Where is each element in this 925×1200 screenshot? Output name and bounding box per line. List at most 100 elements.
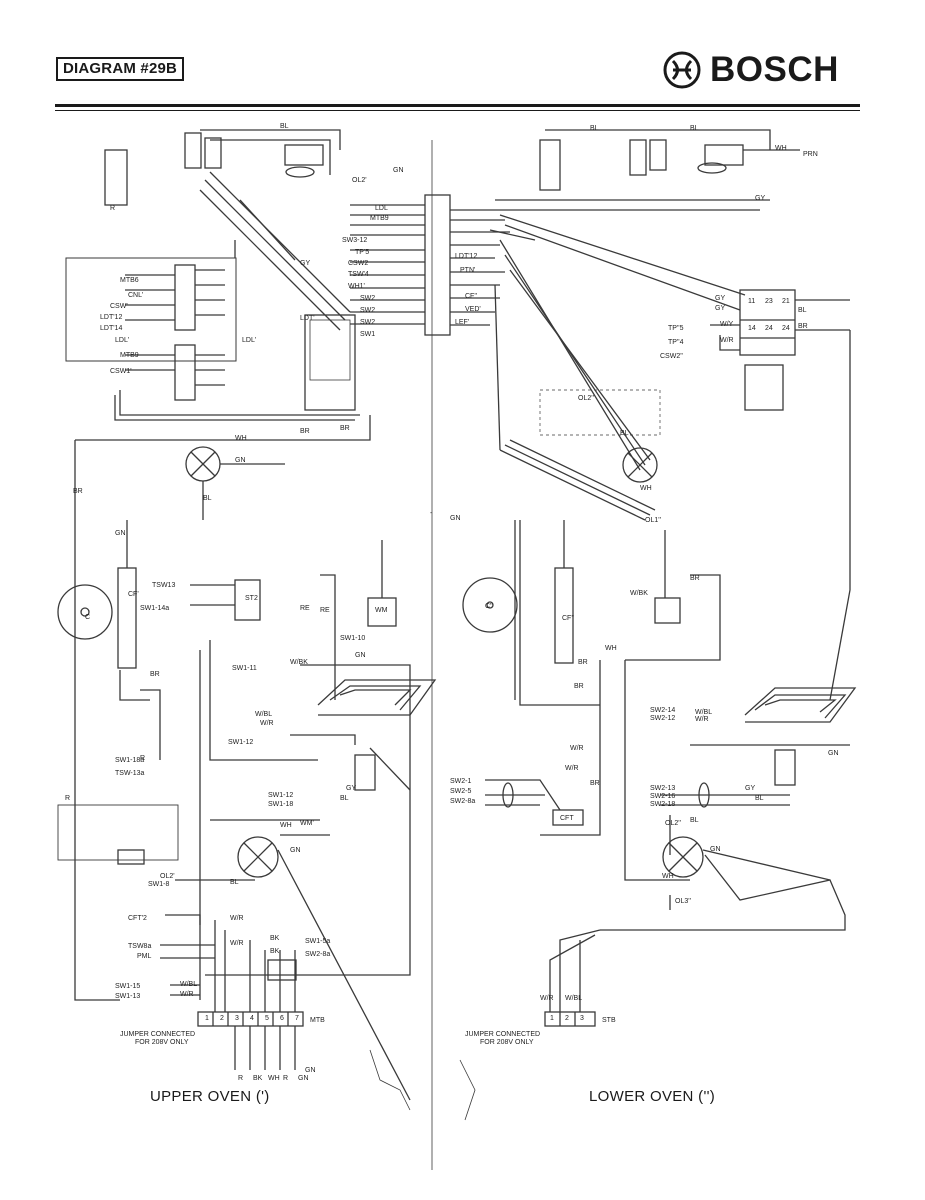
- svg-text:SW1-8: SW1-8: [148, 881, 170, 888]
- svg-text:BR: BR: [590, 780, 600, 787]
- svg-text:R: R: [140, 755, 145, 762]
- svg-text:7: 7: [295, 1015, 299, 1022]
- svg-text:W/R: W/R: [260, 720, 274, 727]
- svg-text:GY: GY: [755, 195, 765, 202]
- svg-text:WH: WH: [235, 435, 247, 442]
- svg-text:3: 3: [235, 1015, 239, 1022]
- svg-text:BK: BK: [270, 935, 280, 942]
- svg-text:GN: GN: [290, 847, 301, 854]
- header-rule-thick: [55, 104, 860, 107]
- svg-text:BR: BR: [798, 323, 808, 330]
- svg-text:ST2: ST2: [245, 595, 258, 602]
- svg-text:BL: BL: [590, 125, 599, 132]
- svg-text:R: R: [238, 1075, 243, 1082]
- svg-text:BL: BL: [690, 817, 699, 824]
- svg-text:SW1-11: SW1-11: [232, 665, 257, 672]
- svg-text:FOR 208V ONLY: FOR 208V ONLY: [135, 1039, 189, 1046]
- svg-text:1: 1: [550, 1015, 554, 1022]
- svg-text:3: 3: [580, 1015, 584, 1022]
- svg-text:24: 24: [765, 325, 773, 332]
- svg-text:2: 2: [220, 1015, 224, 1022]
- svg-text:GN: GN: [115, 530, 126, 537]
- svg-text:GY: GY: [300, 260, 310, 267]
- svg-text:R: R: [65, 795, 70, 802]
- svg-text:14: 14: [748, 325, 756, 332]
- svg-text:OL2': OL2': [352, 177, 367, 184]
- svg-text:PTN': PTN': [460, 267, 475, 274]
- svg-text:GN: GN: [305, 1067, 316, 1074]
- svg-text:TSW-13a: TSW-13a: [115, 770, 145, 777]
- svg-text:LDL: LDL: [375, 205, 388, 212]
- brand-name: BOSCH: [710, 50, 839, 89]
- svg-text:TSW13: TSW13: [152, 582, 175, 589]
- svg-text:CFT'2: CFT'2: [128, 915, 147, 922]
- svg-text:CNL': CNL': [128, 292, 143, 299]
- svg-text:GY: GY: [715, 305, 725, 312]
- upper-oven-label: UPPER OVEN ('): [150, 1088, 270, 1105]
- svg-text:23: 23: [765, 298, 773, 305]
- svg-text:SW2-8a: SW2-8a: [450, 798, 475, 805]
- svg-text:SW2-1: SW2-1: [450, 778, 472, 785]
- svg-text:SW2-12: SW2-12: [650, 715, 675, 722]
- svg-text:CF': CF': [128, 591, 139, 598]
- svg-text:JUMPER CONNECTED: JUMPER CONNECTED: [120, 1031, 195, 1038]
- svg-text:BL: BL: [340, 795, 349, 802]
- svg-text:BR: BR: [578, 659, 588, 666]
- svg-text:W/R: W/R: [565, 765, 579, 772]
- svg-text:CF'': CF'': [562, 615, 574, 622]
- svg-text:SW2-16: SW2-16: [650, 793, 675, 800]
- svg-text:LDL': LDL': [242, 337, 256, 344]
- svg-text:GN: GN: [828, 750, 839, 757]
- svg-text:LDT'12: LDT'12: [455, 253, 477, 260]
- svg-text:24: 24: [782, 325, 790, 332]
- svg-text:C: C: [85, 614, 90, 621]
- svg-text:JUMPER CONNECTED: JUMPER CONNECTED: [465, 1031, 540, 1038]
- svg-text:W/BL: W/BL: [565, 995, 582, 1002]
- svg-text:OL2'': OL2'': [578, 395, 594, 402]
- svg-text:BR: BR: [690, 575, 700, 582]
- svg-text:SW1-12: SW1-12: [228, 739, 253, 746]
- svg-text:SW2: SW2: [360, 319, 375, 326]
- svg-text:CSW': CSW': [110, 303, 128, 310]
- svg-text:CFT: CFT: [560, 815, 574, 822]
- svg-text:TP''4: TP''4: [668, 339, 684, 346]
- svg-text:OL2'': OL2'': [665, 820, 681, 827]
- svg-text:WH: WH: [280, 822, 292, 829]
- svg-text:CSW1': CSW1': [110, 368, 132, 375]
- svg-text:W/R: W/R: [695, 716, 709, 723]
- svg-text:GN: GN: [450, 515, 461, 522]
- svg-text:SW2-8a: SW2-8a: [305, 951, 330, 958]
- svg-text:6: 6: [280, 1015, 284, 1022]
- svg-text:TSW'4: TSW'4: [348, 271, 369, 278]
- svg-text:W/R: W/R: [570, 745, 584, 752]
- svg-text:GN: GN: [235, 457, 246, 464]
- svg-text:SW2: SW2: [360, 295, 375, 302]
- svg-text:SW1-5a: SW1-5a: [305, 938, 330, 945]
- svg-text:1: 1: [205, 1015, 209, 1022]
- svg-text:SW1-18a: SW1-18a: [115, 757, 144, 764]
- svg-text:GY: GY: [715, 295, 725, 302]
- svg-text:SW2-18: SW2-18: [650, 801, 675, 808]
- svg-text:W/BK: W/BK: [290, 659, 308, 666]
- svg-text:PRN: PRN: [803, 151, 818, 158]
- svg-text:WH: WH: [268, 1075, 280, 1082]
- svg-text:LDL': LDL': [115, 337, 129, 344]
- svg-text:SW1-15: SW1-15: [115, 983, 140, 990]
- header-rule-thin: [55, 110, 860, 111]
- svg-text:LDT': LDT': [300, 315, 315, 322]
- svg-text:GN: GN: [710, 846, 721, 853]
- svg-text:CSW2: CSW2: [348, 260, 368, 267]
- svg-text:WH: WH: [640, 485, 652, 492]
- svg-text:BK: BK: [253, 1075, 263, 1082]
- svg-text:GY: GY: [346, 785, 356, 792]
- svg-text:BL: BL: [280, 123, 289, 130]
- svg-text:SW1-14a: SW1-14a: [140, 605, 169, 612]
- svg-text:SW1: SW1: [360, 331, 375, 338]
- svg-text:PML: PML: [137, 953, 152, 960]
- svg-text:SW1-10: SW1-10: [340, 635, 365, 642]
- svg-text:BR: BR: [300, 428, 310, 435]
- svg-text:CF'': CF'': [465, 293, 477, 300]
- svg-text:5: 5: [265, 1015, 269, 1022]
- svg-text:W/BK: W/BK: [630, 590, 648, 597]
